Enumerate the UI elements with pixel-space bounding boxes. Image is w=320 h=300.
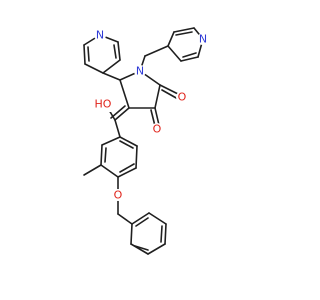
structure-canvas: N N N HO O O O	[83, 27, 209, 255]
ether-oxygen: O	[112, 189, 124, 202]
bonds	[83, 27, 204, 255]
svg-text:N: N	[136, 65, 144, 78]
svg-text:O: O	[178, 91, 187, 104]
ketone-oxygen-2: O	[176, 91, 188, 104]
hydroxy-oxygen: HO	[93, 98, 113, 112]
benzene-ring-d	[130, 212, 167, 255]
svg-text:O: O	[114, 189, 123, 202]
svg-text:HO: HO	[95, 98, 112, 111]
atom-labels: N N N HO O O O	[93, 29, 209, 202]
molecule-diagram: N N N HO O O O	[83, 27, 209, 255]
ketone-oxygen-3: O	[151, 123, 163, 136]
svg-text:O: O	[153, 123, 162, 136]
pyridine-nitrogen-b: N	[197, 33, 209, 46]
pyridine-nitrogen-a: N	[94, 29, 106, 42]
lactam-nitrogen: N	[134, 65, 146, 78]
svg-text:N: N	[96, 29, 104, 42]
pyridine-ring-b	[167, 27, 204, 62]
svg-text:N: N	[199, 33, 207, 46]
pyridine-ring-a	[83, 34, 121, 81]
pyrrolinone-ring	[119, 70, 181, 127]
benzene-ring-c	[83, 136, 138, 225]
